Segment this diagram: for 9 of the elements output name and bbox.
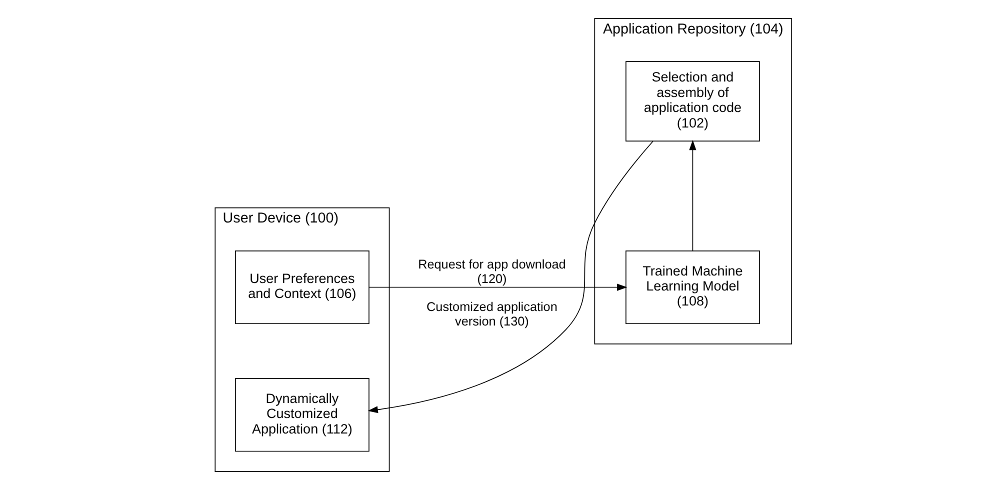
node-box: User Preferences and Context (106)	[235, 250, 370, 324]
edge-label: Request for app download (120)	[418, 258, 566, 286]
arrow	[368, 140, 654, 414]
node-box: Dynamically Customized Application (112)	[235, 378, 370, 452]
node-box: Selection and assembly of application code (102)	[626, 61, 760, 142]
arrow	[689, 140, 696, 251]
node-box: Trained Machine Learning Model (108)	[626, 250, 760, 324]
edge-label: Customized application version (130)	[426, 300, 558, 328]
arrow	[368, 284, 628, 291]
